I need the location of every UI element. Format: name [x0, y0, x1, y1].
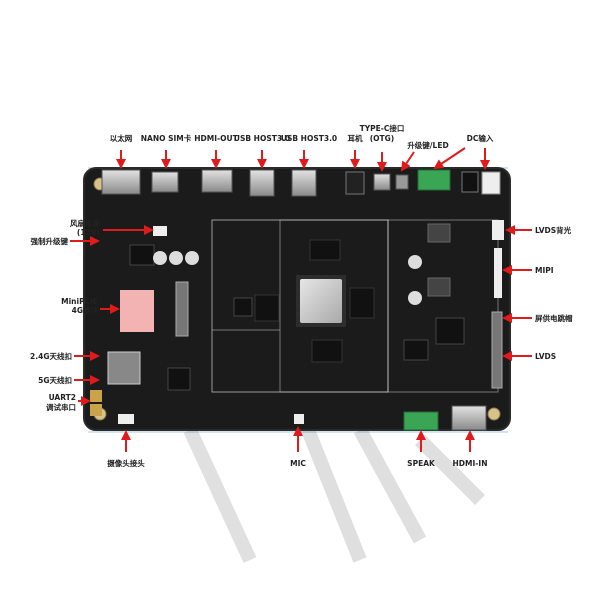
label-minipcie-4g: 4G模块: [72, 305, 99, 315]
mounting-hole: [487, 407, 501, 421]
soc-chip: [300, 279, 342, 323]
capacitor: [185, 251, 199, 265]
ram-chip: [309, 239, 341, 261]
capacitor: [153, 251, 167, 265]
earphone-jack: [345, 171, 365, 195]
ic-chip: [435, 317, 465, 345]
label-lvds: LVDS: [535, 352, 556, 361]
capacitor: [169, 251, 183, 265]
label-earphone: 耳机: [348, 133, 363, 143]
watermark: [183, 407, 485, 563]
label-speak: SPEAK: [407, 459, 436, 468]
uart2-pin: [90, 404, 102, 416]
ethernet-port: [101, 169, 141, 195]
upgrade-button: [395, 174, 409, 190]
capacitor: [408, 291, 422, 305]
mipi-connector: [494, 248, 502, 298]
label-ethernet: 以太网: [110, 133, 133, 143]
label-fan-power-12v: (12V): [77, 228, 100, 237]
ic-chip: [167, 367, 191, 391]
usb-host-port-2: [291, 169, 317, 197]
hdmi-in-port: [451, 405, 487, 431]
lvds-connector: [491, 311, 503, 389]
mic-connector: [294, 414, 304, 424]
label-camera: 摄像头接头: [107, 458, 145, 468]
ic-chip: [233, 297, 253, 317]
ic-chip: [403, 339, 429, 361]
label-hdmi-in: HDMI-IN: [453, 459, 488, 468]
hdmi-out-port: [201, 169, 233, 193]
label-nano-sim: NANO SIM卡: [141, 133, 192, 143]
label-force-upgrade: 强制升级键: [31, 236, 69, 246]
label-lvds-backlight: LVDS背光: [535, 225, 572, 235]
label-type-c-otg: (OTG): [370, 134, 395, 143]
speak-terminal: [403, 411, 439, 431]
label-antenna-5g: 5G天线扣: [38, 375, 72, 385]
type-c-port: [373, 173, 391, 191]
pcb-board: [83, 167, 511, 431]
label-usb-host-2: USB HOST3.0: [281, 134, 337, 143]
camera-connector: [118, 414, 134, 424]
minipcie-slot: [175, 281, 189, 337]
label-uart2: UART2: [49, 393, 76, 402]
label-fan-power: 风扇电源: [70, 218, 100, 228]
upgrade-led-terminal: [417, 169, 451, 191]
lvds-backlight-connector: [492, 220, 504, 240]
label-mic: MIC: [290, 459, 306, 468]
label-upgrade-led: 升级键/LED: [407, 140, 448, 150]
nano-sim-slot: [151, 171, 179, 193]
dc-input: [481, 171, 501, 195]
minipcie-pad: [120, 290, 154, 332]
ram-chip: [254, 294, 280, 322]
dc-jack: [461, 171, 479, 193]
ic-chip: [129, 244, 155, 266]
capacitor: [408, 255, 422, 269]
label-minipcie: MiniPCIE: [61, 297, 98, 306]
uart2-pin: [90, 390, 102, 402]
inductor: [427, 277, 451, 297]
label-usb-host-1: USB HOST3.0: [234, 134, 290, 143]
label-hdmi-out: HDMI-OUT: [194, 134, 238, 143]
label-dc-input: DC输入: [467, 133, 494, 143]
usb-host-port-1: [249, 169, 275, 197]
callout-arrows: [70, 147, 532, 452]
label-antenna-24g: 2.4G天线扣: [30, 351, 72, 361]
label-uart2-debug: 调试串口: [46, 402, 76, 412]
ram-chip: [311, 339, 343, 363]
label-screen-power: 屏供电跳帽: [535, 313, 573, 323]
fan-header: [153, 226, 167, 236]
inductor: [427, 223, 451, 243]
label-type-c: TYPE-C接口: [360, 123, 405, 133]
ram-chip: [349, 287, 375, 319]
label-mipi: MIPI: [535, 266, 554, 275]
wifi-module: [107, 351, 141, 385]
